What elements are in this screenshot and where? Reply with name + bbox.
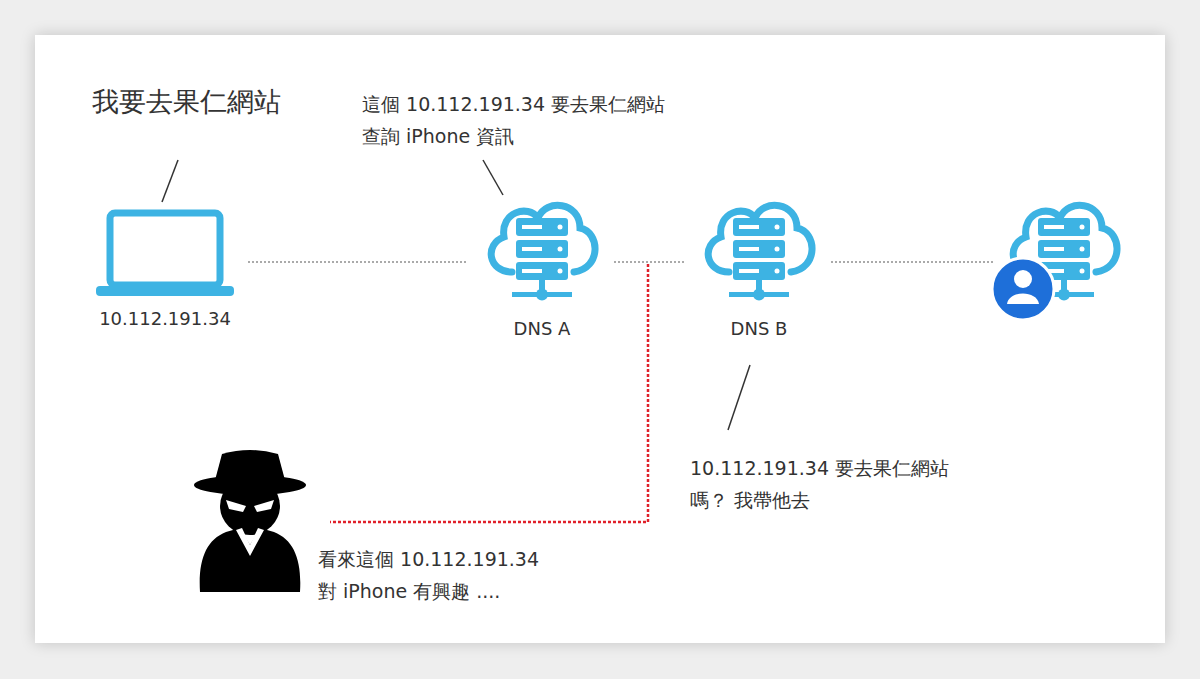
- server-icon: [480, 192, 604, 308]
- network-link: [248, 262, 468, 263]
- server-icon: [1002, 192, 1126, 308]
- hacker-figure: [194, 450, 306, 592]
- server-node: [1002, 192, 1126, 318]
- speech-note: 10.112.191.34 要去果仁網站嗎？ 我帶他去: [690, 452, 982, 516]
- speech-note: 這個 10.112.191.34 要去果仁網站查詢 iPhone 資訊: [362, 88, 682, 152]
- speech-note: 看來這個 10.112.191.34 對 iPhone 有興趣 ....: [318, 543, 550, 607]
- title-callout: 我要去果仁網站: [92, 84, 281, 120]
- network-link: [831, 262, 994, 263]
- laptop-node: 10.112.191.34: [88, 208, 242, 330]
- node-label: 10.112.191.34: [88, 308, 242, 330]
- laptop-icon: [92, 208, 238, 300]
- server-node: DNS B: [693, 192, 825, 340]
- card-ground: [35, 35, 1165, 643]
- node-label: DNS B: [693, 318, 825, 340]
- leader-lines: [162, 160, 750, 430]
- node-label: DNS A: [476, 318, 608, 340]
- network-link: [614, 262, 685, 263]
- tap-line: [330, 264, 648, 522]
- server-node: DNS A: [476, 192, 608, 340]
- server-icon: [697, 192, 821, 308]
